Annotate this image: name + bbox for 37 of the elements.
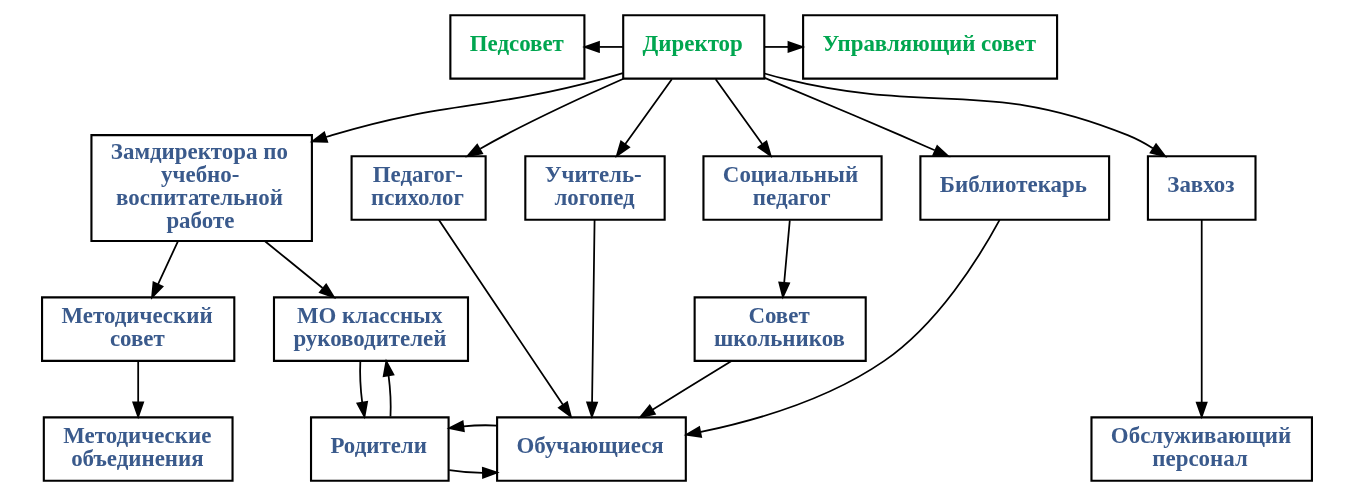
node-box: Директор <box>622 14 766 80</box>
node-box: Педсовет <box>449 14 586 80</box>
node-box: Обучающиеся <box>496 416 687 482</box>
node-box: МО классных руководителей <box>272 296 470 362</box>
arrow <box>150 240 179 300</box>
node-box: Завхоз <box>1146 155 1257 221</box>
node-box: Методические объединения <box>42 416 234 482</box>
arrow <box>465 77 625 158</box>
node-box: Методический совет <box>41 296 236 362</box>
node-box: Педагог-психолог <box>350 155 487 221</box>
arrow <box>615 78 673 158</box>
arrow <box>763 72 1168 158</box>
node-box: Библиотекарь <box>919 155 1111 221</box>
node-box: Замдиректора по учебно-воспитательной работе <box>90 134 313 242</box>
arrow <box>309 72 624 143</box>
arrow <box>356 360 369 420</box>
arrow <box>683 219 1001 438</box>
node-box: Управляющий совет <box>802 14 1059 80</box>
arrow <box>446 420 498 433</box>
node-box: Социальный педагог <box>702 155 883 221</box>
arrow <box>714 78 773 158</box>
node-box: Обслуживающий персонал <box>1090 416 1313 482</box>
arrow <box>763 77 951 158</box>
arrow <box>1195 218 1208 420</box>
node-box: Совет школьников <box>693 296 867 362</box>
arrow <box>582 40 625 54</box>
arrow <box>382 358 395 418</box>
arrow <box>132 360 145 420</box>
arrow <box>638 360 732 419</box>
node-box: Родители <box>309 416 450 482</box>
node-box: Учитель-логопед <box>524 155 666 221</box>
arrow <box>437 218 573 419</box>
arrow <box>763 40 806 54</box>
arrow <box>778 219 791 300</box>
arrow <box>263 240 337 299</box>
arrow <box>585 218 599 420</box>
arrow <box>448 466 500 480</box>
